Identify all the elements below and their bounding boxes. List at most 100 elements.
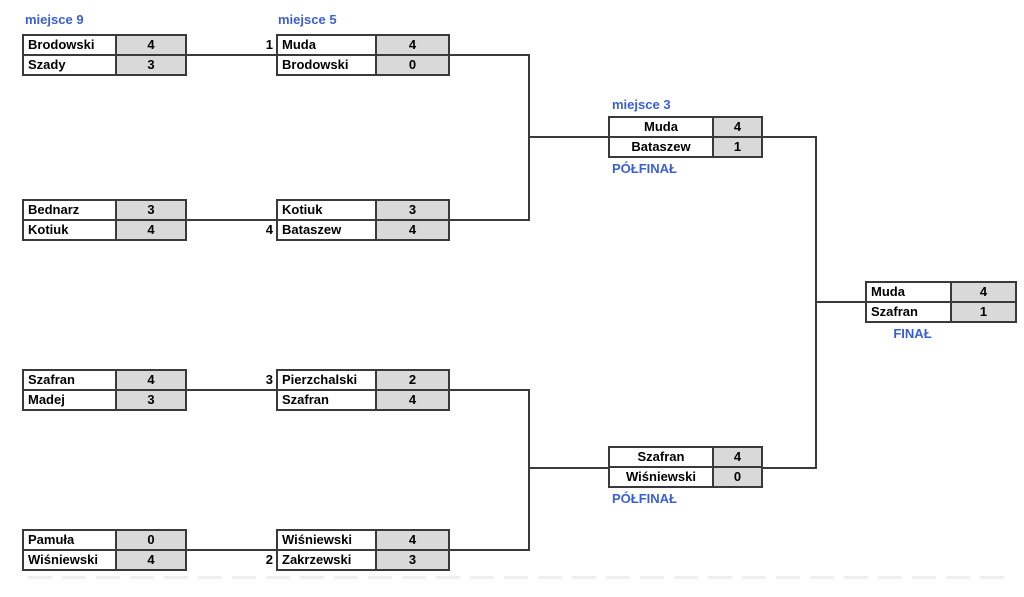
match-round2-4: Wiśniewski 4 Zakrzewski 3 — [276, 529, 450, 571]
match-row: Muda 4 — [278, 36, 448, 54]
match-row: Bednarz 3 — [24, 201, 185, 219]
seed-number: 1 — [265, 37, 273, 52]
score-cell: 0 — [375, 56, 448, 74]
match-row: Wiśniewski 0 — [610, 466, 761, 486]
match-row: Brodowski 0 — [278, 54, 448, 74]
player-name-cell: Pierzchalski — [278, 371, 375, 389]
label-polfinal-top: PÓŁFINAŁ — [612, 161, 677, 176]
player-name-cell: Brodowski — [24, 36, 115, 54]
match-row: Muda 4 — [867, 283, 1015, 301]
match-row: Szafran 4 — [610, 448, 761, 466]
label-final: FINAŁ — [893, 326, 932, 341]
match-round1-3: Szafran 4 Madej 3 — [22, 369, 187, 411]
match-round2-3: Pierzchalski 2 Szafran 4 — [276, 369, 450, 411]
player-name-cell: Szafran — [24, 371, 115, 389]
match-row: Brodowski 4 — [24, 36, 185, 54]
score-cell: 1 — [950, 303, 1015, 321]
match-round2-1: Muda 4 Brodowski 0 — [276, 34, 450, 76]
player-name-cell: Wiśniewski — [610, 468, 712, 486]
player-name-cell: Wiśniewski — [24, 551, 115, 569]
score-cell: 4 — [375, 531, 448, 549]
match-round1-1: Brodowski 4 Szady 3 — [22, 34, 187, 76]
connector-line — [815, 301, 865, 303]
player-name-cell: Zakrzewski — [278, 551, 375, 569]
player-name-cell: Szafran — [278, 391, 375, 409]
player-name-cell: Kotiuk — [24, 221, 115, 239]
score-cell: 4 — [115, 221, 185, 239]
match-row: Muda 4 — [610, 118, 761, 136]
match-row: Szady 3 — [24, 54, 185, 74]
score-cell: 4 — [115, 551, 185, 569]
score-cell: 0 — [115, 531, 185, 549]
score-cell: 3 — [375, 551, 448, 569]
connector-line — [450, 54, 530, 56]
player-name-cell: Muda — [278, 36, 375, 54]
match-row: Madej 3 — [24, 389, 185, 409]
connector-line — [450, 389, 530, 391]
match-row: Bataszew 4 — [278, 219, 448, 239]
match-row: Wiśniewski 4 — [278, 531, 448, 549]
connector-line — [763, 136, 817, 138]
connector-line — [528, 467, 608, 469]
player-name-cell: Brodowski — [278, 56, 375, 74]
player-name-cell: Bednarz — [24, 201, 115, 219]
player-name-cell: Pamuła — [24, 531, 115, 549]
match-round1-2: Bednarz 3 Kotiuk 4 — [22, 199, 187, 241]
player-name-cell: Madej — [24, 391, 115, 409]
score-cell: 4 — [115, 36, 185, 54]
match-row: Zakrzewski 3 — [278, 549, 448, 569]
score-cell: 1 — [712, 138, 761, 156]
connector-line — [450, 549, 530, 551]
match-semifinal-1: Muda 4 Bataszew 1 — [608, 116, 763, 158]
connector-line — [528, 389, 530, 551]
connector-line — [450, 219, 530, 221]
score-cell: 3 — [115, 391, 185, 409]
match-row: Szafran 4 — [278, 389, 448, 409]
connector-line — [187, 54, 276, 56]
label-miejsce-3: miejsce 3 — [612, 97, 671, 112]
score-cell: 3 — [115, 201, 185, 219]
player-name-cell: Kotiuk — [278, 201, 375, 219]
match-round1-4: Pamuła 0 Wiśniewski 4 — [22, 529, 187, 571]
player-name-cell: Muda — [610, 118, 712, 136]
match-row: Pamuła 0 — [24, 531, 185, 549]
seed-number: 2 — [265, 552, 273, 567]
match-row: Wiśniewski 4 — [24, 549, 185, 569]
score-cell: 4 — [712, 118, 761, 136]
label-miejsce-5: miejsce 5 — [278, 12, 337, 27]
match-round2-2: Kotiuk 3 Bataszew 4 — [276, 199, 450, 241]
player-name-cell: Szafran — [867, 303, 950, 321]
score-cell: 4 — [950, 283, 1015, 301]
connector-line — [763, 467, 817, 469]
score-cell: 3 — [115, 56, 185, 74]
match-final: Muda 4 Szafran 1 — [865, 281, 1017, 323]
connector-line — [187, 389, 276, 391]
score-cell: 2 — [375, 371, 448, 389]
score-cell: 3 — [375, 201, 448, 219]
score-cell: 0 — [712, 468, 761, 486]
match-row: Szafran 1 — [867, 301, 1015, 321]
score-cell: 4 — [375, 391, 448, 409]
seed-number: 4 — [265, 222, 273, 237]
score-cell: 4 — [375, 221, 448, 239]
match-row: Kotiuk 3 — [278, 201, 448, 219]
seed-number: 3 — [265, 372, 273, 387]
match-semifinal-2: Szafran 4 Wiśniewski 0 — [608, 446, 763, 488]
label-miejsce-9: miejsce 9 — [25, 12, 84, 27]
match-row: Szafran 4 — [24, 371, 185, 389]
player-name-cell: Bataszew — [278, 221, 375, 239]
connector-line — [187, 219, 276, 221]
label-polfinal-bottom: PÓŁFINAŁ — [612, 491, 677, 506]
match-row: Kotiuk 4 — [24, 219, 185, 239]
score-cell: 4 — [375, 36, 448, 54]
match-row: Pierzchalski 2 — [278, 371, 448, 389]
player-name-cell: Szafran — [610, 448, 712, 466]
player-name-cell: Wiśniewski — [278, 531, 375, 549]
match-row: Bataszew 1 — [610, 136, 761, 156]
score-cell: 4 — [115, 371, 185, 389]
player-name-cell: Szady — [24, 56, 115, 74]
connector-line — [187, 549, 276, 551]
player-name-cell: Bataszew — [610, 138, 712, 156]
player-name-cell: Muda — [867, 283, 950, 301]
